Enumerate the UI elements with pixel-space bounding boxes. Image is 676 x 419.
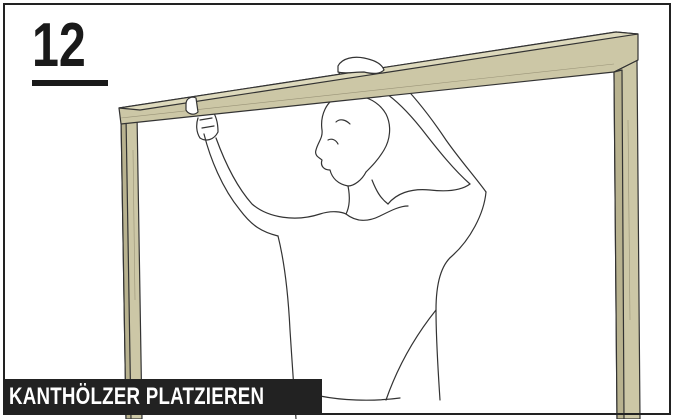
caption-bar: KANTHÖLZER PLATZIEREN [3,379,322,415]
person-figure [187,61,486,419]
right-post [614,60,640,419]
step-number: 12 [32,11,86,81]
step-number-underline [32,80,108,86]
left-post [121,114,142,419]
caption-text: KANTHÖLZER PLATZIEREN [9,383,264,411]
